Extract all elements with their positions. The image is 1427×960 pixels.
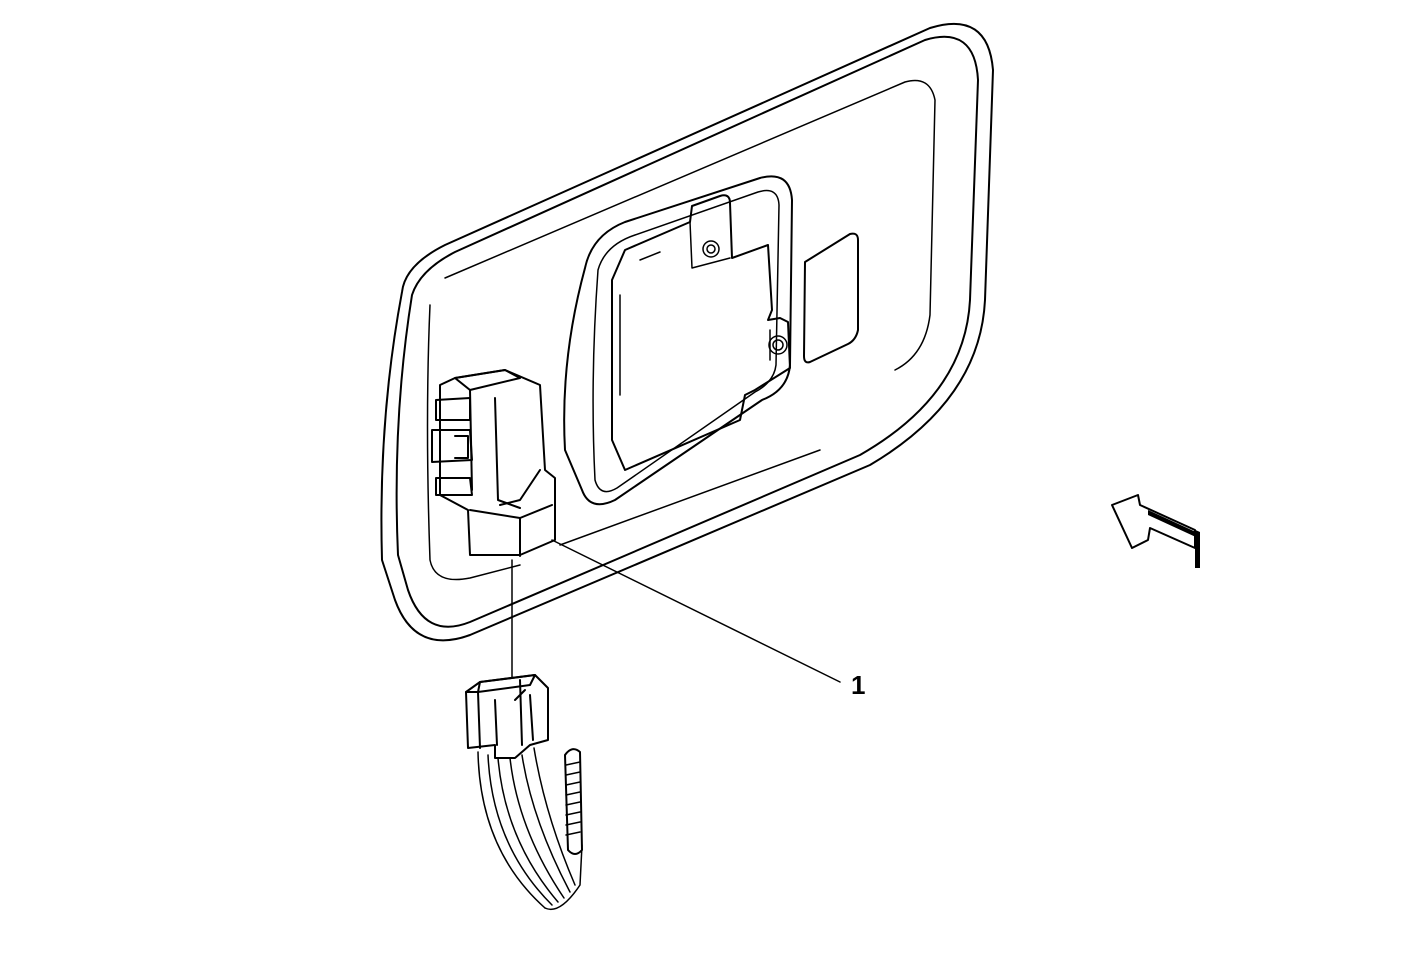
wiring-harness-connector (465, 674, 583, 910)
mirror-connector-block (431, 369, 556, 557)
motor-mount-recess (563, 175, 859, 506)
callout-1-label: 1 (851, 670, 866, 700)
view-direction-arrow-icon (1111, 494, 1200, 568)
mirror-housing (380, 22, 994, 642)
callout-1-leader (551, 539, 841, 683)
